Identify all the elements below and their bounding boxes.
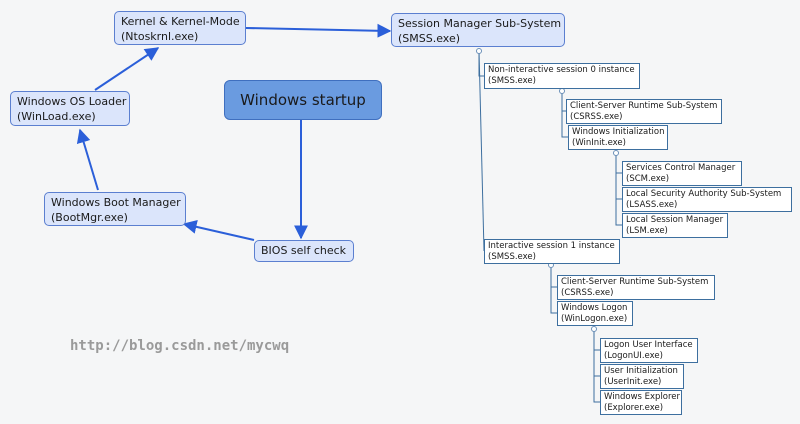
smss-node[interactable]: Session Manager Sub-System (SMSS.exe) xyxy=(391,13,565,47)
session1-csrss-title: Client-Server Runtime Sub-System xyxy=(561,277,709,287)
bios-node[interactable]: BIOS self check xyxy=(254,240,354,262)
winlogon-node[interactable]: Windows Logon (WinLogon.exe) xyxy=(557,301,633,326)
windows-startup-label: Windows startup xyxy=(240,91,366,109)
windows-startup-center[interactable]: Windows startup xyxy=(224,80,382,120)
session1-csrss-exe: (CSRSS.exe) xyxy=(561,288,614,298)
bootmgr-node[interactable]: Windows Boot Manager (BootMgr.exe) xyxy=(44,192,186,226)
logonui-exe: (LogonUI.exe) xyxy=(604,351,663,361)
scm-node[interactable]: Services Control Manager (SCM.exe) xyxy=(622,161,742,186)
userinit-node[interactable]: User Initialization (UserInit.exe) xyxy=(600,364,684,389)
explorer-exe: (Explorer.exe) xyxy=(604,403,664,413)
winload-node-title: Windows OS Loader xyxy=(17,95,127,108)
winload-node-exe: (WinLoad.exe) xyxy=(17,110,96,123)
arrow-bootmgr-to-winload xyxy=(76,128,99,191)
userinit-exe: (UserInit.exe) xyxy=(604,377,662,387)
session0-csrss-node[interactable]: Client-Server Runtime Sub-System (CSRSS.… xyxy=(566,99,722,124)
lsm-title: Local Session Manager xyxy=(626,215,724,225)
kernel-node[interactable]: Kernel & Kernel-Mode (Ntoskrnl.exe) xyxy=(114,11,246,45)
lsass-exe: (LSASS.exe) xyxy=(626,200,678,210)
kernel-node-exe: (Ntoskrnl.exe) xyxy=(121,30,199,43)
smss-node-title: Session Manager Sub-System xyxy=(398,17,562,30)
session1-csrss-node[interactable]: Client-Server Runtime Sub-System (CSRSS.… xyxy=(557,275,715,300)
wininit-exe: (WinInit.exe) xyxy=(572,138,626,148)
wininit-title: Windows Initialization xyxy=(572,127,665,137)
lsass-node[interactable]: Local Security Authority Sub-System (LSA… xyxy=(622,187,792,212)
arrow-bios-to-bootmgr xyxy=(182,219,255,241)
session0-csrss-exe: (CSRSS.exe) xyxy=(570,112,623,122)
winlogon-title: Windows Logon xyxy=(561,303,628,313)
collapse-markers xyxy=(476,48,619,332)
tree-lines xyxy=(478,49,622,403)
session1-node[interactable]: Interactive session 1 instance (SMSS.exe… xyxy=(484,239,620,264)
session1-exe: (SMSS.exe) xyxy=(488,252,536,262)
session0-title: Non-interactive session 0 instance xyxy=(488,65,635,75)
arrow-winload-to-kernel xyxy=(94,47,160,91)
kernel-node-title: Kernel & Kernel-Mode xyxy=(121,15,240,28)
smss-node-exe: (SMSS.exe) xyxy=(398,32,461,45)
wininit-node[interactable]: Windows Initialization (WinInit.exe) xyxy=(568,125,668,150)
scm-title: Services Control Manager xyxy=(626,163,736,173)
lsm-node[interactable]: Local Session Manager (LSM.exe) xyxy=(622,213,728,238)
logonui-title: Logon User Interface xyxy=(604,340,693,350)
session0-node[interactable]: Non-interactive session 0 instance (SMSS… xyxy=(484,63,640,89)
session0-csrss-title: Client-Server Runtime Sub-System xyxy=(570,101,718,111)
winload-node[interactable]: Windows OS Loader (WinLoad.exe) xyxy=(10,91,130,126)
session1-title: Interactive session 1 instance xyxy=(488,241,615,251)
userinit-title: User Initialization xyxy=(604,366,678,376)
logonui-node[interactable]: Logon User Interface (LogonUI.exe) xyxy=(600,338,698,363)
winlogon-exe: (WinLogon.exe) xyxy=(561,314,628,324)
bootmgr-node-title: Windows Boot Manager xyxy=(51,196,181,209)
explorer-title: Windows Explorer xyxy=(604,392,681,402)
lsm-exe: (LSM.exe) xyxy=(626,226,668,236)
session0-exe: (SMSS.exe) xyxy=(488,76,536,86)
arrow-kernel-to-smss xyxy=(245,23,392,38)
bios-node-title: BIOS self check xyxy=(261,244,347,257)
scm-exe: (SCM.exe) xyxy=(626,174,670,184)
explorer-node[interactable]: Windows Explorer (Explorer.exe) xyxy=(600,390,682,415)
bootmgr-node-exe: (BootMgr.exe) xyxy=(51,211,128,224)
blog-watermark: http://blog.csdn.net/mycwq xyxy=(70,338,290,354)
lsass-title: Local Security Authority Sub-System xyxy=(626,189,782,199)
